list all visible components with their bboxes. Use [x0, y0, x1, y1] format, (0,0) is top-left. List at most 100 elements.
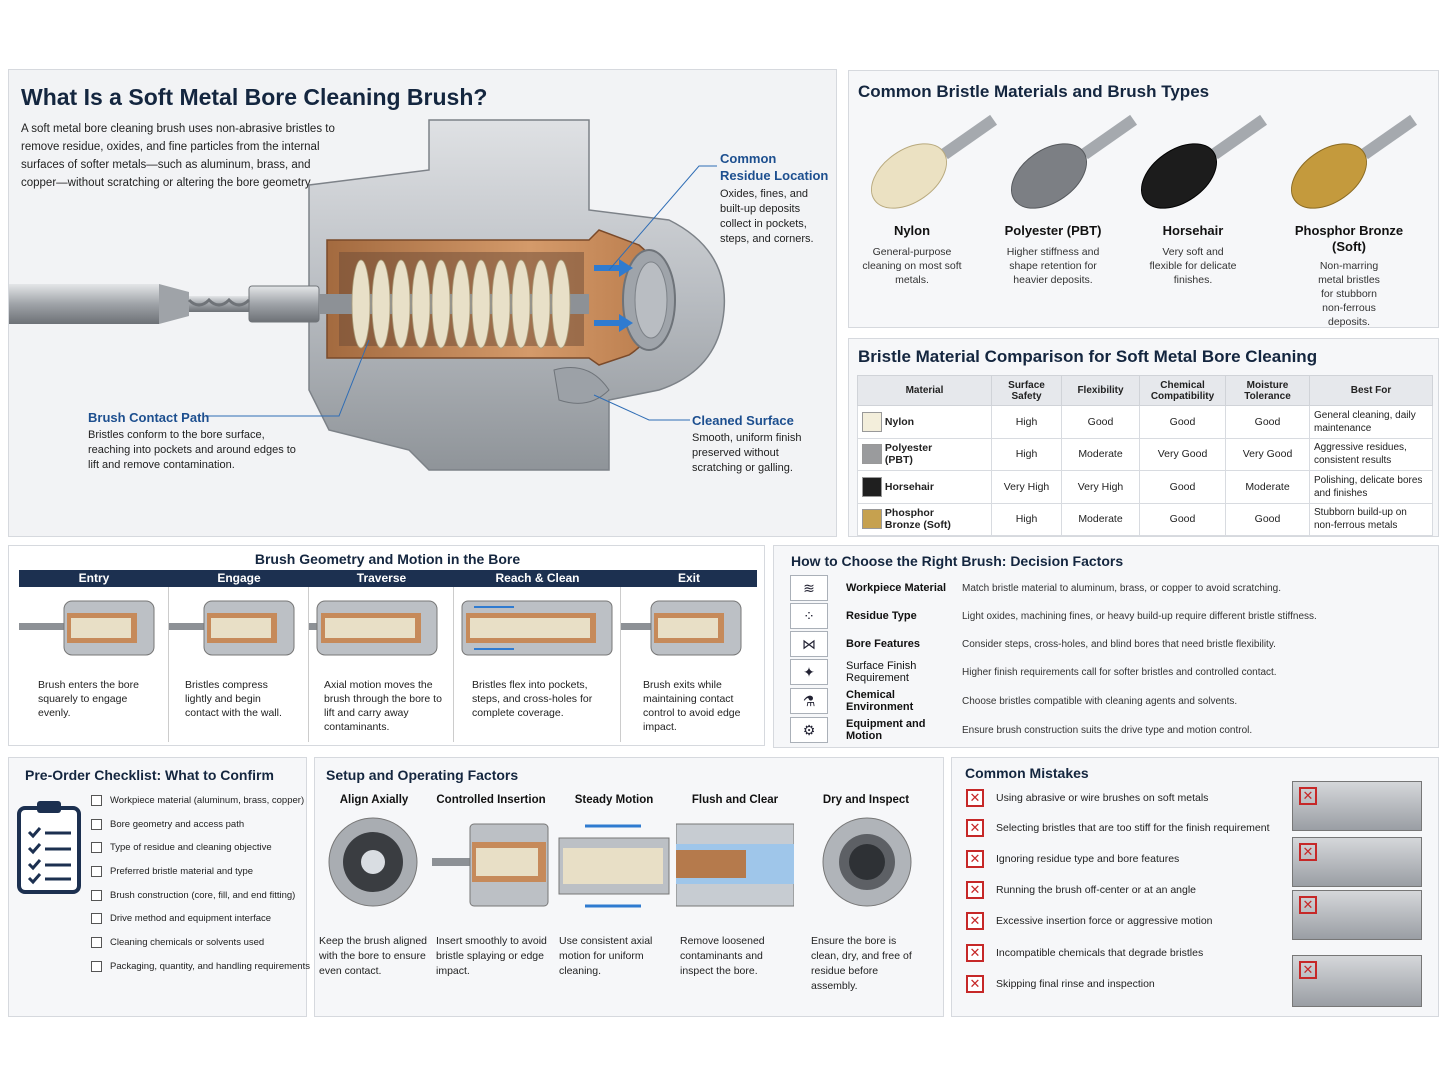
- checklist-item[interactable]: Bore geometry and access path: [91, 819, 244, 830]
- row-moist: Good: [1225, 502, 1310, 536]
- engage-illustration: [169, 600, 295, 656]
- mistake-text: Excessive insertion force or aggressive …: [996, 915, 1213, 927]
- row-material: Horsehair: [884, 480, 934, 493]
- mistake-photo-degraded: ✕: [1292, 955, 1422, 1007]
- setup-dry: Dry and Inspect Ensure the bore is clean…: [807, 794, 925, 992]
- setup-text: Use consistent axial motion for uniform …: [559, 935, 653, 977]
- checklist-item[interactable]: Drive method and equipment interface: [91, 913, 271, 924]
- row-flex: Moderate: [1061, 502, 1140, 536]
- gears-icon: ⚙: [790, 717, 828, 743]
- x-icon: ✕: [1299, 787, 1317, 805]
- material-nylon: Nylon General-purpose cleaning on most s…: [842, 223, 982, 287]
- checklist-item[interactable]: Brush construction (core, fill, and end …: [91, 890, 295, 901]
- checklist-item[interactable]: Packaging, quantity, and handling requir…: [91, 961, 310, 972]
- decision-panel: How to Choose the Right Brush: Decision …: [773, 545, 1439, 748]
- mistake-item: ✕Selecting bristles that are too stiff f…: [966, 819, 1270, 837]
- checkbox[interactable]: [91, 842, 102, 853]
- comparison-title: Bristle Material Comparison for Soft Met…: [858, 347, 1318, 366]
- entry-illustration: [19, 600, 155, 656]
- material-horsehair: Horsehair Very soft and flexible for del…: [1123, 223, 1263, 287]
- checklist-title: Pre-Order Checklist: What to Confirm: [25, 767, 274, 783]
- factor-name: Surface Finish Requirement: [846, 660, 917, 684]
- mistake-text: Selecting bristles that are too stiff fo…: [996, 822, 1270, 834]
- factor-text: Match bristle material to aluminum, bras…: [962, 582, 1282, 594]
- material-desc: Higher stiffness and shape retention for…: [1006, 246, 1100, 286]
- setup-panel: Setup and Operating Factors Align Axiall…: [314, 757, 944, 1017]
- stage-engage: Engage: [217, 571, 261, 585]
- setup-name: Steady Motion: [574, 794, 654, 806]
- brush-images: [871, 114, 1418, 209]
- setup-text: Remove loosened contaminants and inspect…: [680, 935, 765, 977]
- checklist-item[interactable]: Workpiece material (aluminum, brass, cop…: [91, 795, 304, 806]
- material-bronze: Phosphor Bronze (Soft) Non-marring metal…: [1279, 223, 1419, 329]
- decision-factor: ✦ Surface Finish Requirement Higher fini…: [790, 659, 1277, 685]
- checklist-item[interactable]: Preferred bristle material and type: [91, 866, 253, 877]
- geometry-title: Brush Geometry and Motion in the Bore: [254, 551, 521, 567]
- x-icon: ✕: [966, 850, 984, 868]
- row-flex: Good: [1061, 405, 1140, 439]
- x-icon: ✕: [1299, 896, 1317, 914]
- bore-cutaway-illustration: [9, 119, 726, 471]
- row-moist: Very Good: [1225, 437, 1310, 471]
- mistakes-panel: Common Mistakes ✕Using abrasive or wire …: [951, 757, 1439, 1017]
- callout-contact-text: Bristles conform to the bore surface, re…: [88, 429, 296, 471]
- particles-icon: ⁘: [790, 603, 828, 629]
- traverse-illustration: [309, 600, 438, 656]
- factor-text: Ensure brush construction suits the driv…: [962, 724, 1253, 736]
- setup-align: Align Axially Keep the brush aligned wit…: [315, 794, 433, 977]
- checkbox[interactable]: [91, 866, 102, 877]
- col-safety: Surface Safety: [991, 375, 1062, 406]
- material-name: Horsehair: [1162, 223, 1224, 238]
- checkbox[interactable]: [91, 961, 102, 972]
- x-icon: ✕: [966, 944, 984, 962]
- x-icon: ✕: [1299, 843, 1317, 861]
- horsehair-brush-image: [1141, 114, 1268, 209]
- mistake-photo-off-center: ✕: [1292, 837, 1422, 887]
- checklist-label: Brush construction (core, fill, and end …: [110, 890, 296, 901]
- factor-name: Residue Type: [846, 610, 917, 622]
- bristle-tufts: [351, 259, 571, 349]
- dry-inspect-illustration: [822, 817, 912, 907]
- checkbox[interactable]: [91, 913, 102, 924]
- geometry-step-entry: Brush enters the bore squarely to engage…: [19, 587, 169, 742]
- factor-text: Higher finish requirements call for soft…: [962, 666, 1277, 678]
- mistakes-title: Common Mistakes: [965, 765, 1089, 781]
- factor-text: Light oxides, machining fines, or heavy …: [962, 610, 1317, 622]
- decision-factor: ⚙ Equipment and Motion Ensure brush cons…: [790, 717, 1252, 743]
- comparison-table: Material Surface Safety Flexibility Chem…: [857, 375, 1433, 536]
- checklist-item[interactable]: Cleaning chemicals or solvents used: [91, 937, 264, 948]
- mistake-text: Running the brush off-center or at an an…: [996, 884, 1197, 896]
- checkbox[interactable]: [91, 819, 102, 830]
- material-name: Nylon: [893, 223, 931, 238]
- hero-title: What Is a Soft Metal Bore Cleaning Brush…: [21, 84, 488, 110]
- setup-name: Dry and Inspect: [822, 794, 910, 806]
- setup-text: Keep the brush aligned with the bore to …: [319, 935, 427, 977]
- mistake-text: Incompatible chemicals that degrade bris…: [996, 947, 1204, 959]
- row-safety: Very High: [991, 470, 1062, 504]
- x-icon: ✕: [966, 881, 984, 899]
- row-safety: High: [991, 437, 1062, 471]
- checkbox[interactable]: [91, 795, 102, 806]
- materials-title: Common Bristle Materials and Brush Types: [858, 82, 1210, 101]
- col-flex: Flexibility: [1061, 375, 1140, 406]
- nylon-brush-image: [871, 114, 998, 209]
- material-name: Phosphor Bronze (Soft): [1294, 223, 1404, 254]
- row-safety: High: [991, 405, 1062, 439]
- decision-factor: ⋈ Bore Features Consider steps, cross-ho…: [790, 631, 1276, 657]
- col-chem: Chemical Compatibility: [1139, 375, 1226, 406]
- bronze-brush-image: [1291, 114, 1418, 209]
- checklist-item[interactable]: Type of residue and cleaning objective: [91, 842, 272, 853]
- geometry-stage-bar: Entry Engage Traverse Reach & Clean Exit: [19, 570, 757, 587]
- row-moist: Moderate: [1225, 470, 1310, 504]
- steady-motion-illustration: [558, 824, 670, 908]
- geometry-step-traverse: Axial motion moves the brush through the…: [309, 587, 454, 742]
- checkbox[interactable]: [91, 890, 102, 901]
- row-best: General cleaning, daily maintenance: [1309, 405, 1433, 439]
- layers-icon: ≋: [790, 575, 828, 601]
- bore-icon: ⋈: [790, 631, 828, 657]
- row-chem: Good: [1139, 470, 1226, 504]
- swatch: [862, 476, 882, 497]
- align-illustration: [328, 817, 418, 907]
- factor-name: Equipment and Motion: [846, 718, 926, 742]
- checkbox[interactable]: [91, 937, 102, 948]
